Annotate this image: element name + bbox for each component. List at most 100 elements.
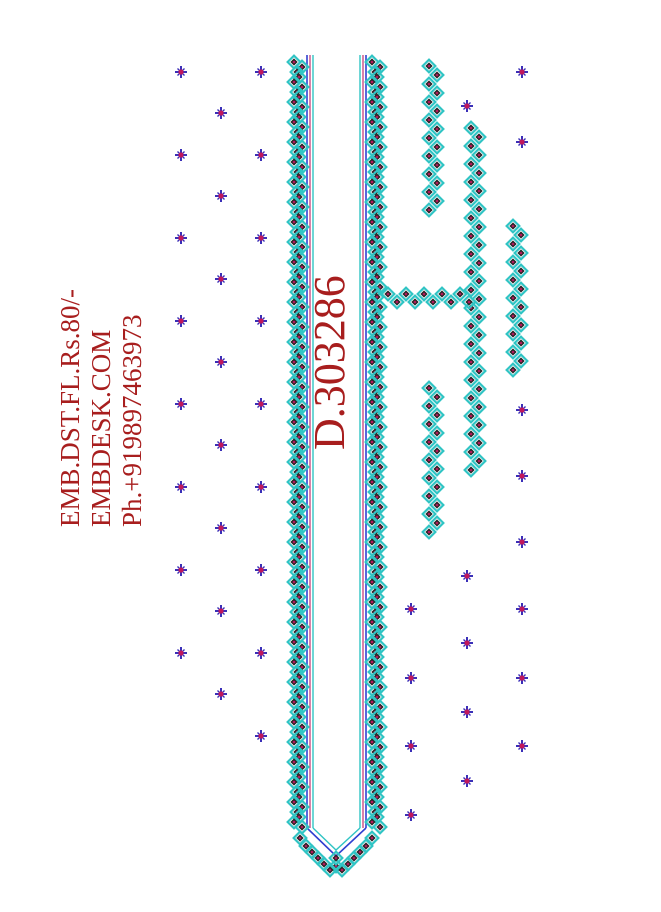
branch-motif: [513, 335, 529, 351]
scatter-dot: [515, 403, 529, 417]
scatter-dot: [254, 563, 268, 577]
branch-motif: [429, 157, 445, 173]
branch-motif: [429, 121, 445, 137]
branch-motif: [421, 166, 437, 182]
design-code: D.303286: [305, 275, 354, 450]
scatter-dot: [214, 604, 228, 618]
scatter-dot: [254, 65, 268, 79]
scatter-dot: [515, 602, 529, 616]
scatter-dot: [174, 397, 188, 411]
branch-motif: [407, 294, 423, 310]
branch-motif: [513, 227, 529, 243]
scatter-dot: [174, 563, 188, 577]
scatter-dot: [214, 106, 228, 120]
scatter-dot: [214, 438, 228, 452]
branch-motif: [505, 344, 521, 360]
branch-motif: [471, 453, 487, 469]
branch-motif: [471, 363, 487, 379]
branch-motif: [471, 255, 487, 271]
branch-motif: [471, 147, 487, 163]
scatter-dot: [174, 231, 188, 245]
branch-motif: [398, 286, 414, 302]
branch-motif: [471, 381, 487, 397]
branch-motif: [463, 408, 479, 424]
branch-motif: [429, 85, 445, 101]
scatter-dot: [254, 646, 268, 660]
branch-motif: [463, 228, 479, 244]
branch-motif: [429, 67, 445, 83]
scatter-dot: [404, 739, 418, 753]
scatter-dot: [404, 671, 418, 685]
branch-motif: [421, 202, 437, 218]
branch-motif: [513, 299, 529, 315]
scatter-dot: [254, 148, 268, 162]
branch-motif: [429, 103, 445, 119]
branch-motif: [463, 426, 479, 442]
branch-motif: [463, 462, 479, 478]
branch-motif: [471, 183, 487, 199]
scatter-dot: [404, 602, 418, 616]
branch-motif: [513, 353, 529, 369]
branch-motif: [429, 389, 445, 405]
branch-motif: [389, 294, 405, 310]
scatter-dot: [515, 535, 529, 549]
branch-motif: [463, 120, 479, 136]
website-label: EMBDESK.COM: [86, 329, 116, 527]
branch-motif: [429, 139, 445, 155]
scatter-dot: [174, 65, 188, 79]
scatter-dot: [214, 189, 228, 203]
scatter-dot: [214, 687, 228, 701]
branch-motif: [421, 148, 437, 164]
price-label: EMB.DST.FL.Rs.80/-: [55, 288, 85, 527]
branch-motif: [429, 479, 445, 495]
scatter-dot: [515, 739, 529, 753]
scatter-dot: [515, 135, 529, 149]
branch-motif: [505, 308, 521, 324]
branch-motif: [505, 272, 521, 288]
branch-motif: [513, 263, 529, 279]
branch-motif: [471, 165, 487, 181]
branch-motif: [463, 210, 479, 226]
scatter-dot: [174, 646, 188, 660]
branch-motif: [463, 174, 479, 190]
branch-motif: [463, 318, 479, 334]
scatter-dot: [174, 480, 188, 494]
branch-motif: [471, 417, 487, 433]
branch-motif: [471, 435, 487, 451]
scatter-dot: [404, 808, 418, 822]
branch-motif: [443, 294, 459, 310]
branch-motif: [463, 354, 479, 370]
branch-motif: [429, 407, 445, 423]
branch-motif: [421, 452, 437, 468]
phone-label: Ph.+919897463973: [117, 314, 147, 528]
branch-motif: [513, 317, 529, 333]
scatter-dot: [174, 148, 188, 162]
scatter-dot: [254, 480, 268, 494]
scatter-dot: [515, 65, 529, 79]
branch-motif: [463, 156, 479, 172]
branch-motif: [471, 309, 487, 325]
branch-motif: [471, 201, 487, 217]
scatter-dot: [254, 397, 268, 411]
branch-motif: [463, 372, 479, 388]
branch-motif: [421, 130, 437, 146]
scatter-dot: [460, 569, 474, 583]
scatter-dot: [460, 636, 474, 650]
scatter-dot: [515, 469, 529, 483]
branch-motif: [471, 345, 487, 361]
branch-motif: [421, 488, 437, 504]
branch-motifs: [380, 58, 529, 540]
branch-motif: [434, 286, 450, 302]
branch-motif: [429, 497, 445, 513]
branch-motif: [471, 273, 487, 289]
branch-motif: [463, 390, 479, 406]
branch-motif: [513, 281, 529, 297]
branch-motif: [416, 286, 432, 302]
scatter-dot: [460, 774, 474, 788]
branch-motif: [429, 193, 445, 209]
branch-motif: [471, 129, 487, 145]
stripe-lines: [306, 55, 367, 858]
branch-motif: [471, 399, 487, 415]
branch-motif: [505, 218, 521, 234]
branch-motif: [429, 515, 445, 531]
